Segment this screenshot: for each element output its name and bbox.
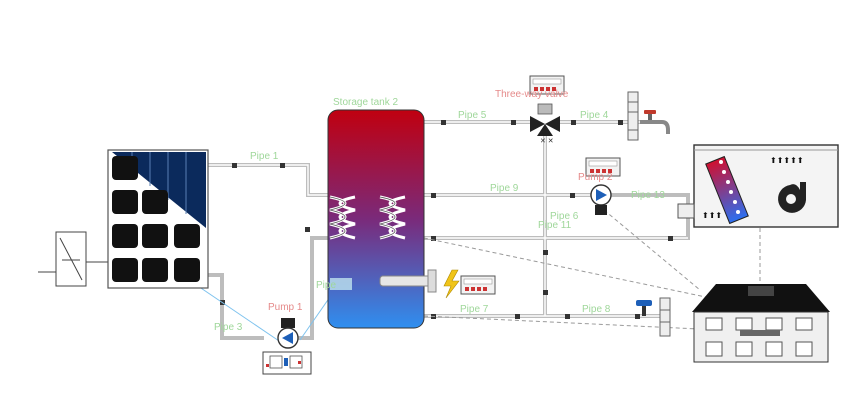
storage-tank [327, 109, 437, 329]
control-lines [423, 209, 761, 331]
pipe-pump1-up [298, 236, 330, 340]
solar-collector-icon [107, 149, 209, 289]
pipe-3 [206, 273, 264, 340]
controller-pump2-icon [585, 157, 621, 177]
controller-icon [460, 275, 496, 295]
label-pipe-sensor: Pipe [316, 280, 336, 291]
boiler-icon: ⬆⬆⬆⬆⬆ ⬆⬆⬆ [677, 144, 839, 228]
svg-text:⬆⬆⬆: ⬆⬆⬆ [702, 211, 722, 220]
label-pipe-7: Pipe 7 [460, 304, 489, 315]
controller-valve-icon [529, 75, 565, 95]
label-pipe-8: Pipe 8 [582, 304, 611, 315]
pump-1-controller-icon [262, 351, 312, 375]
pump-2-icon [590, 184, 612, 215]
inverter-icon [38, 231, 108, 287]
label-pipe-5: Pipe 5 [458, 110, 487, 121]
tap-icon [627, 91, 670, 141]
label-pipe-3: Pipe 3 [214, 322, 243, 333]
svg-text:⬆⬆⬆⬆⬆: ⬆⬆⬆⬆⬆ [770, 156, 804, 165]
label-pipe-4: Pipe 4 [580, 110, 609, 121]
heating-element-icon [379, 275, 433, 287]
label-pipe-6: Pipe 6 [550, 211, 579, 222]
label-pump-2: Pump 2 [578, 172, 613, 183]
label-three-way-valve: Three-way valve [495, 89, 569, 100]
label-pipe-9: Pipe 9 [490, 183, 519, 194]
tank-sensor [330, 278, 352, 290]
label-pipe-11: Pipe 11 [538, 220, 572, 231]
pump-1-icon [277, 318, 299, 349]
pipe-1 [206, 163, 330, 197]
label-storage-tank: Storage tank 2 [333, 97, 398, 108]
lightning-icon [443, 269, 460, 299]
house-icon [636, 284, 830, 363]
svg-text:✕ ✕: ✕ ✕ [540, 138, 554, 145]
label-pipe-1: Pipe 1 [250, 151, 279, 162]
label-pipe-13: Pipe 13 [631, 190, 665, 201]
label-pump-1: Pump 1 [268, 302, 303, 313]
three-way-valve-icon: ✕ ✕ [530, 103, 560, 145]
